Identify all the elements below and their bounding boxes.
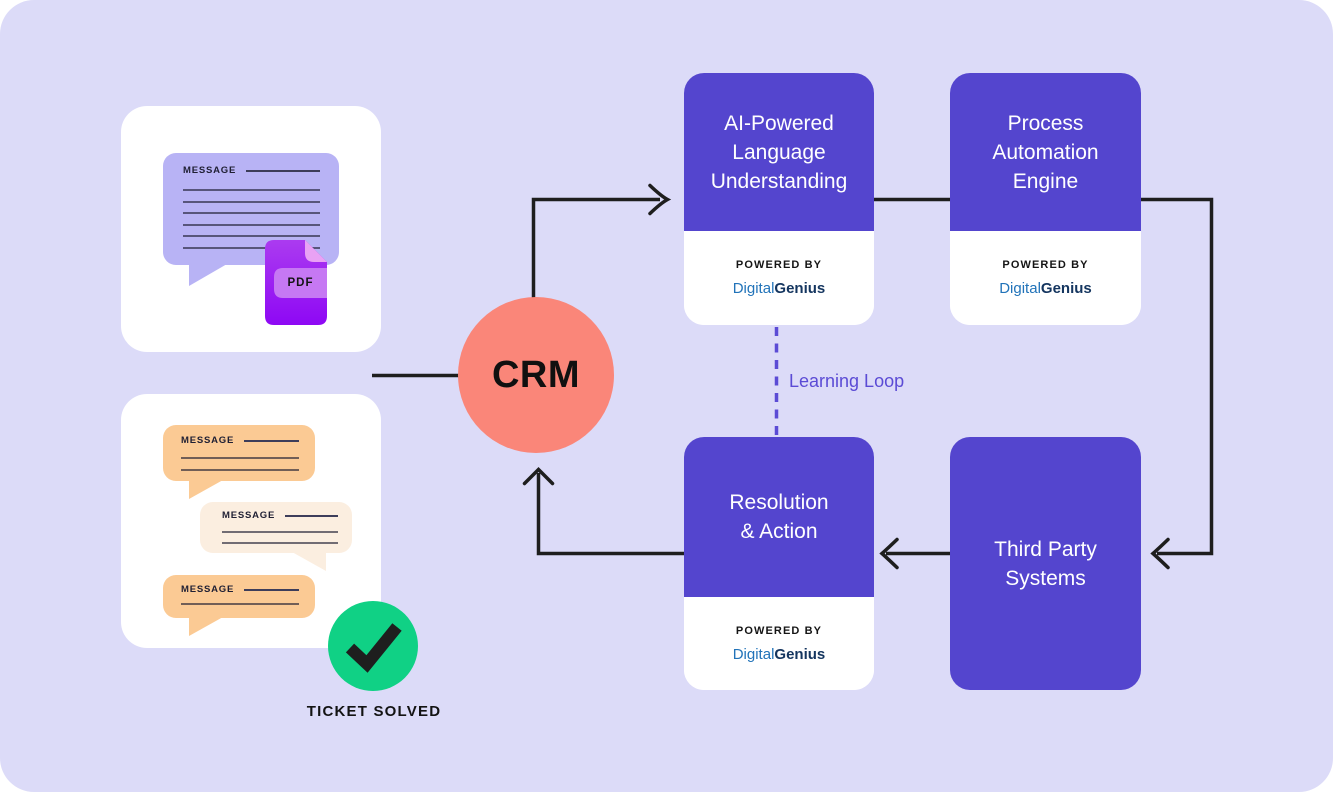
text-line	[244, 588, 299, 591]
text-line	[183, 235, 320, 238]
node-title: AI-Powered Language Understanding	[684, 73, 874, 231]
brand-regular: Digital	[732, 645, 775, 663]
bubble-tail	[189, 480, 223, 499]
chat-bubble: MESSAGE	[163, 575, 315, 636]
pdf-label: PDF	[287, 277, 314, 289]
text-line	[222, 531, 338, 533]
crm-label: CRM	[491, 353, 581, 396]
node-ai-powered-language-understanding: AI-Powered Language Understanding POWERE…	[684, 73, 874, 325]
brand-bold: Genius	[774, 280, 826, 297]
bubble-tail	[292, 552, 326, 571]
message-label: MESSAGE	[183, 165, 237, 176]
node-footer: POWERED BY DigitalGenius	[684, 597, 874, 690]
node-footer: POWERED BY DigitalGenius	[684, 231, 874, 325]
text-line	[183, 246, 320, 249]
message-label: MESSAGE	[181, 584, 235, 595]
learning-loop-label: Learning Loop	[789, 371, 905, 391]
arrowhead-up-icon	[522, 467, 555, 486]
chat-card: MESSAGE MESSAGE	[121, 394, 381, 648]
line-resolution-to-crm	[536, 473, 684, 556]
message-label: MESSAGE	[222, 510, 276, 521]
text-lines	[181, 457, 299, 471]
message-header-row: MESSAGE	[183, 165, 320, 176]
powered-by-label: POWERED BY	[735, 259, 823, 271]
bubble-tail	[189, 264, 227, 286]
text-line	[183, 212, 320, 215]
text-line	[285, 514, 338, 517]
text-line	[244, 439, 299, 442]
inbox-card: MESSAGE	[121, 106, 381, 352]
node-resolution-and-action: Resolution & Action POWERED BY DigitalGe…	[684, 437, 874, 690]
powered-by-label: POWERED BY	[735, 624, 823, 637]
text-lines	[222, 531, 338, 544]
text-line	[222, 542, 338, 544]
text-line	[181, 603, 299, 605]
brand-regular: Digital	[732, 280, 775, 297]
brand-bold: Genius	[1040, 280, 1092, 297]
crm-node: CRM	[458, 297, 614, 453]
line-crm-to-ai	[531, 197, 660, 299]
pdf-file-shape	[265, 240, 327, 325]
chat-bubble: MESSAGE	[200, 502, 352, 571]
text-line	[183, 223, 320, 226]
text-lines	[183, 189, 320, 249]
node-third-party-systems: Third Party Systems	[950, 437, 1141, 690]
message-header-row: MESSAGE	[222, 510, 338, 521]
arrowhead-left-icon	[879, 537, 899, 570]
powered-by-label: POWERED BY	[1002, 259, 1089, 271]
arrowhead-right-icon	[648, 183, 672, 216]
digitalgenius-logo: DigitalGenius	[999, 280, 1092, 297]
check-icon	[345, 623, 402, 673]
ticket-solved-label: TICKET SOLVED	[306, 703, 442, 720]
message-label: MESSAGE	[181, 435, 235, 446]
chat-bubble: MESSAGE	[163, 425, 315, 499]
node-process-automation-engine: Process Automation Engine POWERED BY Dig…	[950, 73, 1141, 325]
text-line	[183, 189, 320, 191]
brand-regular: Digital	[999, 280, 1041, 297]
text-line	[181, 457, 299, 459]
text-lines	[181, 603, 299, 605]
brand-bold: Genius	[774, 645, 826, 663]
text-line	[183, 200, 320, 203]
text-line	[246, 169, 320, 172]
line-process-to-third-party	[1140, 197, 1214, 556]
message-header-row: MESSAGE	[181, 584, 299, 595]
node-title: Process Automation Engine	[950, 73, 1141, 231]
ticket-solved-badge	[328, 601, 418, 691]
bubble-tail	[189, 617, 223, 636]
digitalgenius-logo: DigitalGenius	[733, 646, 826, 663]
message-header-row: MESSAGE	[181, 435, 299, 446]
arrowhead-left-icon	[1150, 537, 1170, 570]
pdf-file-icon: PDF	[265, 240, 327, 325]
node-title: Third Party Systems	[950, 437, 1141, 690]
node-title: Resolution & Action	[684, 437, 874, 597]
digitalgenius-logo: DigitalGenius	[733, 280, 826, 297]
text-line	[181, 469, 299, 471]
node-footer: POWERED BY DigitalGenius	[950, 231, 1141, 325]
